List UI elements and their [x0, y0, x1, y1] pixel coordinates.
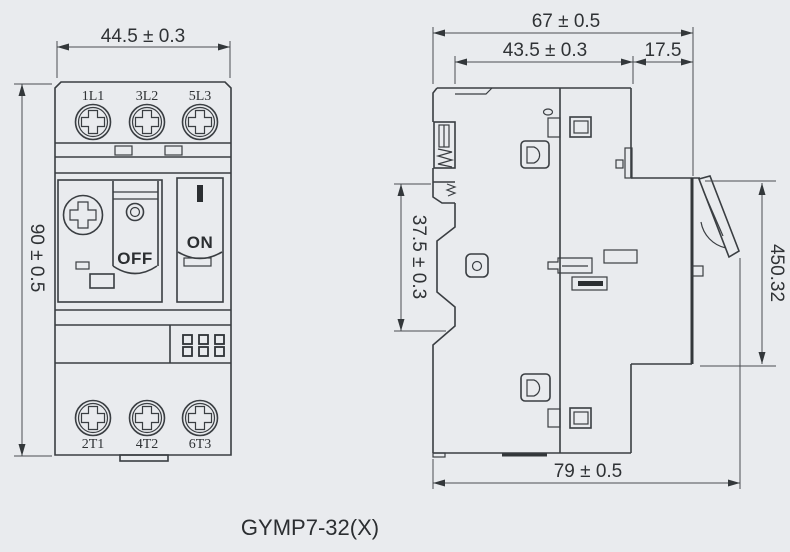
- dim-front-height: 90 ± 0.5: [14, 83, 52, 457]
- terminal-screw-bottom-1: [74, 399, 112, 437]
- toggle-lever[interactable]: [691, 175, 740, 277]
- dim-side-overall-label: 67 ± 0.5: [532, 11, 601, 32]
- indicator-window: [75, 261, 90, 270]
- lever-travel-arc: [700, 221, 727, 249]
- terminal-label-bottom-3: 6T3: [189, 437, 212, 452]
- dim-side-total-label: 79 ± 0.5: [554, 461, 623, 482]
- dim-side-front-label: 17.5: [645, 40, 682, 61]
- test-button-side: [465, 253, 489, 278]
- clip-spring-icon: [435, 148, 455, 168]
- terminal-label-top-2: 3L2: [136, 89, 159, 104]
- dim-side-total: 79 ± 0.5: [432, 258, 741, 489]
- terminal-label-top-1: 1L1: [82, 89, 105, 104]
- terminal-label-bottom-2: 4T2: [136, 437, 159, 452]
- off-label: OFF: [117, 249, 153, 268]
- dim-front-width-label: 44.5 ± 0.3: [101, 26, 185, 47]
- dim-side-body: 43.5 ± 0.3: [454, 40, 634, 84]
- dim-side-handle: 450.32: [700, 180, 787, 367]
- front-view: 1L1 3L2 5L3 OFF: [54, 81, 232, 462]
- on-position-mark-icon: [197, 185, 203, 202]
- terminal-screw-top-3: [181, 103, 219, 141]
- lower-latch: [520, 373, 551, 402]
- dim-side-handle-label: 450.32: [766, 244, 787, 302]
- control-panel: [57, 179, 163, 303]
- on-button[interactable]: ON: [176, 177, 224, 303]
- terminal-screw-top-2: [128, 103, 166, 141]
- adjustment-dial[interactable]: [62, 194, 104, 236]
- terminal-screw-bottom-2: [128, 399, 166, 437]
- terminal-label-bottom-1: 2T1: [82, 437, 105, 452]
- model-title: GYMP7-32(X): [241, 515, 379, 540]
- terminal-label-top-3: 5L3: [189, 89, 212, 104]
- terminal-screw-bottom-3: [181, 399, 219, 437]
- reset-window: [89, 273, 115, 289]
- front-body-outline: [54, 81, 232, 456]
- back-profile: [432, 203, 456, 453]
- dim-side-body-label: 43.5 ± 0.3: [503, 40, 587, 61]
- dim-side-rail: 37.5 ± 0.3: [394, 183, 446, 332]
- off-button[interactable]: OFF: [112, 181, 159, 275]
- din-clip-upper: [433, 121, 456, 169]
- dim-side-front: 17.5: [633, 40, 693, 66]
- dim-side-overall: 67 ± 0.5: [432, 11, 694, 176]
- on-label: ON: [187, 233, 214, 252]
- side-view: [432, 87, 740, 458]
- terminal-screw-top-1: [74, 103, 112, 141]
- bottom-tab: [119, 454, 169, 462]
- vent-grid: [182, 334, 225, 357]
- off-button-pin: [125, 202, 145, 222]
- dim-front-height-label: 90 ± 0.5: [26, 224, 47, 293]
- dim-front-width: 44.5 ± 0.3: [56, 26, 231, 78]
- upper-latch: [520, 140, 550, 169]
- dim-side-rail-label: 37.5 ± 0.3: [408, 215, 429, 299]
